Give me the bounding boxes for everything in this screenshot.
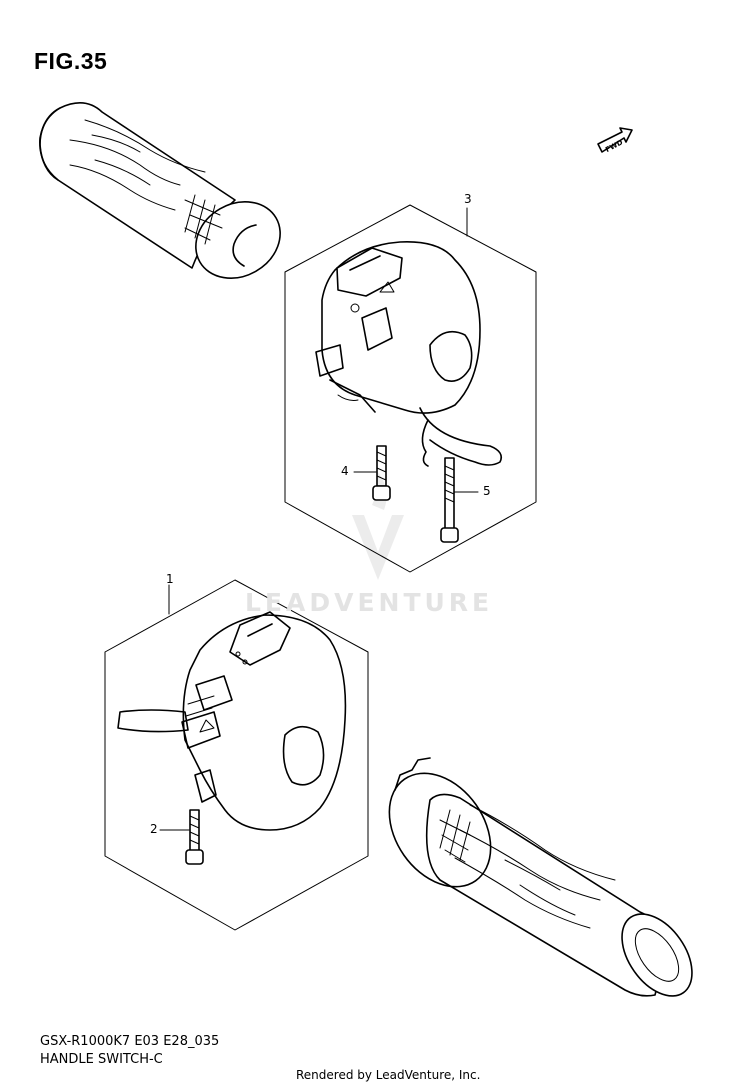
- screw-5: [440, 457, 479, 543]
- handle-switch-right: [315, 241, 503, 467]
- callout-4: 4: [341, 464, 349, 478]
- watermark-text: LEADVENTURE: [245, 588, 494, 617]
- handlebar-grip-left: [39, 102, 281, 279]
- assembly-outline-1: [104, 579, 369, 931]
- callout-1: 1: [166, 572, 174, 586]
- forward-arrow-icon: [597, 127, 633, 153]
- diagram-subtitle: HANDLE SWITCH-C: [40, 1052, 163, 1067]
- footer-credit: Rendered by LeadVenture, Inc.: [296, 1068, 481, 1082]
- callout-3: 3: [464, 192, 472, 206]
- screw-4: [353, 445, 391, 501]
- figure-title: FIG.35: [34, 48, 108, 74]
- model-code: GSX-R1000K7 E03 E28_035: [40, 1034, 220, 1049]
- handlebar-grip-right: [388, 757, 693, 997]
- screw-2: [159, 809, 204, 865]
- assembly-outline-3: [284, 204, 537, 573]
- handle-switch-left: [117, 611, 347, 831]
- callout-5: 5: [483, 484, 491, 498]
- callout-2: 2: [150, 822, 158, 836]
